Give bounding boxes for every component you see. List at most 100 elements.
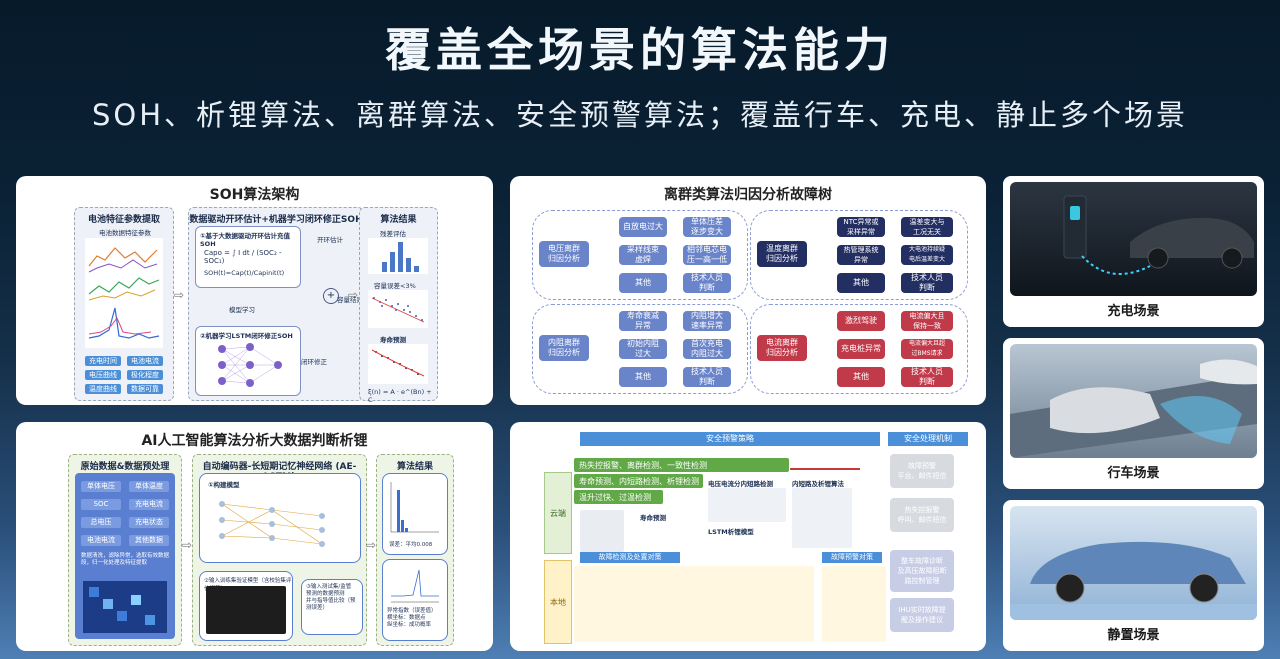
ai-result-chart-2: [391, 569, 439, 603]
soh-card-title: SOH算法架构: [209, 187, 300, 203]
ai-card-title: AI人工智能算法分析大数据判断析锂: [141, 433, 368, 449]
ai-tag-2: SOC: [81, 499, 121, 510]
scene-charging: 充电场景: [1003, 176, 1264, 327]
soh-closed-fix: 闭环修正: [301, 358, 327, 366]
ai-tag-7: 其他数据: [129, 535, 169, 546]
ai-step1: ①构建模型: [208, 481, 240, 489]
resist-root: 内阻离群 归因分析: [539, 335, 589, 361]
soh-arrow-1: ⇨: [174, 288, 185, 302]
ai-heatmap: [83, 581, 167, 633]
soh-result-2: 容量误差<3%: [374, 282, 416, 290]
soh-formula: Capo = ∫ I dt / (SOC₂ - SOC₁): [204, 249, 282, 265]
scene-label-charging: 充电场景: [1107, 304, 1160, 319]
ai-model-box: 自动编码器-长短期记忆神经网络 (AE-LSTM) ①构建模型 ②输入训练集验证…: [192, 454, 367, 646]
outlier-card: 离群类算法归因分析故障树 电压离群 归因分析 自放电过大 单体压差 逐步变大 采…: [510, 176, 986, 405]
soh-sum-icon: +: [323, 288, 339, 304]
current-item-0: 激烈驾驶: [837, 311, 885, 331]
lstm-label: LSTM析锂模型: [708, 528, 754, 536]
safety-top-right: 安全处理机制: [888, 432, 968, 446]
ai-note: 异常指数（误差值） 横坐标：数据点 纵坐标：成功概率: [387, 608, 437, 628]
strategy-arrow: [790, 468, 860, 470]
soh-open-est: 开环估计: [317, 236, 343, 244]
response-1: 故障预警 平台、邮件短信: [890, 454, 954, 488]
current-item-5: 技术人员 判断: [901, 367, 953, 387]
soh-step2: ②机器学习LSTM闭环修正SOH: [200, 332, 293, 340]
local-doc-1: [574, 566, 814, 642]
response-2: 热失控报警 呼叫、邮件短信: [890, 498, 954, 532]
soh-tag-2: 电压曲线: [85, 370, 121, 380]
voltage-item-4: 其他: [619, 273, 667, 293]
soh-formula2: SOH(t)=Cap(t)/Capinit(t): [204, 269, 285, 277]
ai-console: [206, 586, 286, 634]
soh-lstm-network: [218, 343, 282, 387]
response-4: IHU实时故障提 醒及操作建议: [890, 598, 954, 632]
voltage-item-2: 采样线束 虚焊: [619, 245, 667, 265]
parking-car-scene: [1010, 541, 1257, 620]
soh-result-chart-1: [368, 238, 428, 274]
scene-label-driving: 行车场景: [1107, 466, 1160, 481]
ai-raw-box: 原始数据&数据预处理 单体电压 单体温度 SOC 充电电流 总电压 充电状态 电…: [68, 454, 182, 646]
ai-result-title: 算法结果: [396, 462, 433, 472]
current-item-2: 充电桩异常: [837, 339, 885, 359]
ai-tag-5: 充电状态: [129, 517, 169, 528]
safety-top-left: 安全预警策略: [580, 432, 880, 446]
soh-model-box: 数据驱动开环估计+机器学习闭环修正SOH ①基于大数据驱动开环估计充值SOH C…: [188, 207, 364, 401]
page-title: 覆盖全场景的算法能力: [385, 23, 895, 77]
soh-result-3: 寿命预测: [380, 336, 406, 344]
current-group: 电流离群 归因分析 激烈驾驶 电流偏大且 保持一致 充电桩异常 电流偏大且超 过…: [750, 304, 968, 394]
resist-item-0: 寿命衰减 异常: [619, 311, 667, 331]
ai-err: 误差：平均0.008: [389, 542, 433, 548]
soh-card: SOH算法架构 电池特征参数提取 电池数据特征参数 充电时间 电池电流 电压曲线…: [16, 176, 493, 405]
scene-parking: 静置场景: [1003, 500, 1264, 651]
safety-card: 安全预警策略 安全处理机制 云端 本地 热失控报警、离群检测、一致性检测 寿命预…: [510, 422, 986, 651]
ai-tag-0: 单体电压: [81, 481, 121, 492]
voltage-item-1: 单体压差 逐步变大: [683, 217, 731, 237]
ai-build-panel: ①构建模型: [199, 473, 361, 563]
ai-step3: ③输入测试集/监管 预测的数据预测 并与指导值比较（预 测误差）: [306, 584, 356, 611]
soh-tag-5: 数据可靠: [127, 384, 163, 394]
current-item-1: 电流偏大且 保持一致: [901, 311, 953, 331]
driving-car-scene: [1010, 359, 1257, 458]
soh-feature-curves: [85, 238, 163, 348]
doc-block-1: [708, 488, 786, 522]
ai-test-panel: ③输入测试集/监管 预测的数据预测 并与指导值比较（预 测误差）: [301, 579, 363, 635]
ai-result-chart-1: [390, 482, 439, 533]
voltage-root: 电压离群 归因分析: [539, 241, 589, 267]
parking-illustration: [1010, 506, 1257, 620]
strategy-3: 温升过快、过温检测: [574, 490, 663, 504]
short-label: 电压电流分内短路检测: [708, 480, 773, 488]
soh-lstm-panel: ②机器学习LSTM闭环修正SOH: [195, 326, 301, 396]
soh-open-loop-panel: ①基于大数据驱动开环估计充值SOH Capo = ∫ I dt / (SOC₂ …: [195, 226, 301, 288]
cloud-label: 云端: [544, 472, 572, 554]
ai-arrow-1: ⇨: [182, 538, 193, 552]
soh-formula3: ξ(n) = A · e^(Bn) + C: [368, 388, 432, 404]
ai-raw-panel: 单体电压 单体温度 SOC 充电电流 总电压 充电状态 电池电流 其他数据 数据…: [75, 473, 175, 639]
voltage-group: 电压离群 归因分析 自放电过大 单体压差 逐步变大 采样线束 虚焊 相邻电芯电 …: [532, 210, 748, 300]
soh-result-box: 算法结果 残差评估 容量误差<3% 寿命预测 ξ(n) = A · e^(Bn)…: [359, 207, 438, 404]
strategy-2: 寿命预测、内短路检测、析锂检测: [574, 474, 703, 488]
ai-raw-title: 原始数据&数据预处理: [80, 462, 170, 472]
response-3: 整车故障诊断 及高压故障阻断 路控制管理: [890, 550, 954, 592]
voltage-item-0: 自放电过大: [619, 217, 667, 237]
ai-tag-4: 总电压: [81, 517, 121, 528]
current-item-4: 其他: [837, 367, 885, 387]
life-label: 寿命预测: [640, 514, 666, 522]
resist-item-5: 技术人员 判断: [683, 367, 731, 387]
local-left-head: 故障检测及处置对策: [580, 552, 680, 563]
soh-model-box-title: 数据驱动开环估计+机器学习闭环修正SOH: [189, 215, 363, 225]
soh-result-chart-2: [368, 290, 428, 328]
temp-item-5: 技术人员 判断: [901, 273, 953, 293]
temp-item-3: 大电池持续疑 电后温差变大: [901, 245, 953, 265]
resist-item-3: 首次充电 内阻过大: [683, 339, 731, 359]
soh-result-1: 残差评估: [380, 230, 406, 238]
soh-result-chart-3: [368, 344, 428, 384]
soh-tag-4: 温度曲线: [85, 384, 121, 394]
current-root: 电流离群 归因分析: [757, 335, 807, 361]
temp-item-2: 热管理系统 异常: [837, 245, 885, 265]
local-label: 本地: [544, 560, 572, 644]
resist-item-1: 内阻增大 速率异常: [683, 311, 731, 331]
temp-item-0: NTC异常或 采样异常: [837, 217, 885, 237]
ai-raw-note: 数据清洗，滤除异常，选取有效数据段，归一化处理及特征提取: [81, 553, 170, 566]
soh-arrow-2: ⇨: [348, 288, 359, 302]
scene-label-parking: 静置场景: [1107, 628, 1160, 643]
